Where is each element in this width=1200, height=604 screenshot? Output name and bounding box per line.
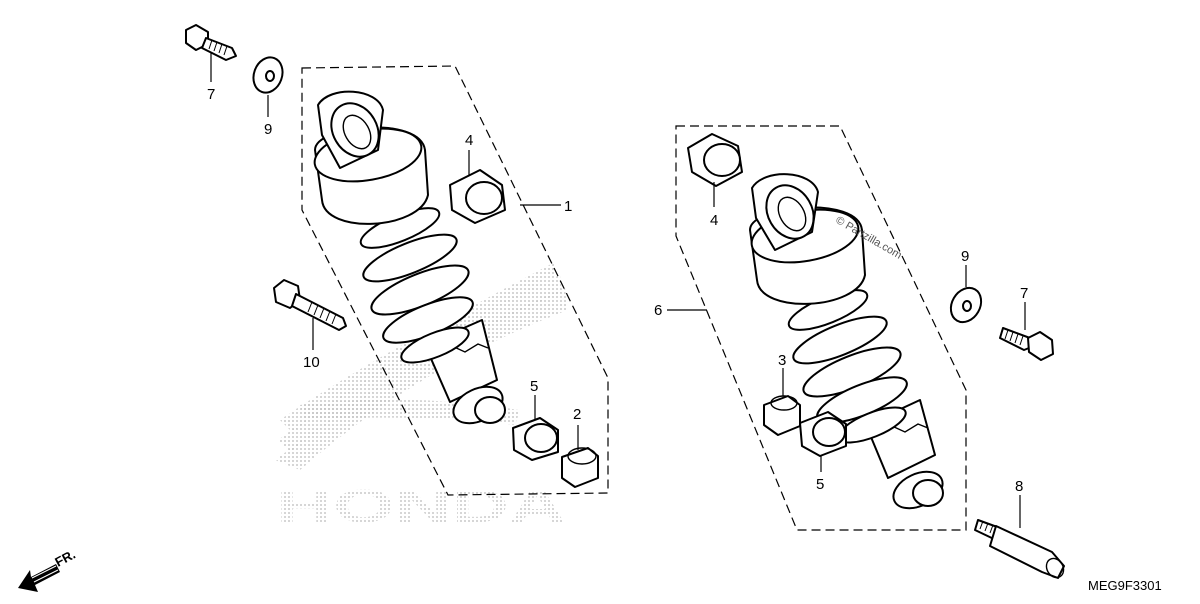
right-flange-bolt-7[interactable] (999, 327, 1054, 361)
callout-right-7: 7 (1020, 285, 1028, 302)
callout-right-8: 8 (1015, 478, 1023, 495)
callout-right-9: 9 (961, 248, 969, 265)
left-washer-9[interactable] (249, 53, 288, 96)
right-collar-5[interactable] (799, 411, 847, 457)
honda-wordmark-watermark: HONDA (276, 480, 566, 532)
left-bolt-10[interactable] (273, 279, 347, 331)
left-collar-4[interactable] (449, 169, 506, 224)
callout-left-5: 5 (530, 378, 538, 395)
left-collar-5[interactable] (512, 417, 559, 461)
right-assembly-boundary (675, 125, 967, 531)
right-shock-absorber[interactable] (747, 173, 948, 515)
callout-left-4: 4 (465, 132, 473, 149)
left-bushing-2[interactable] (561, 447, 599, 488)
right-washer-9[interactable] (945, 282, 987, 327)
right-bushing-3[interactable] (763, 395, 801, 436)
callout-left-10: 10 (303, 354, 320, 371)
left-shock-absorber[interactable] (310, 90, 508, 431)
callout-left-9: 9 (264, 121, 272, 138)
right-stud-bolt-8[interactable] (974, 519, 1067, 581)
part-code: MEG9F3301 (1088, 578, 1162, 593)
left-flange-bolt-7[interactable] (185, 24, 237, 61)
callout-right-6: 6 (654, 302, 662, 319)
callout-left-1: 1 (564, 198, 572, 215)
left-assembly-boundary (301, 65, 609, 496)
callout-right-3: 3 (778, 352, 786, 369)
callout-right-5: 5 (816, 476, 824, 493)
front-direction-arrow-icon (18, 564, 60, 592)
callout-left-7: 7 (207, 86, 215, 103)
callout-right-4: 4 (710, 212, 718, 229)
callout-left-2: 2 (573, 406, 581, 423)
right-collar-4[interactable] (687, 133, 743, 187)
